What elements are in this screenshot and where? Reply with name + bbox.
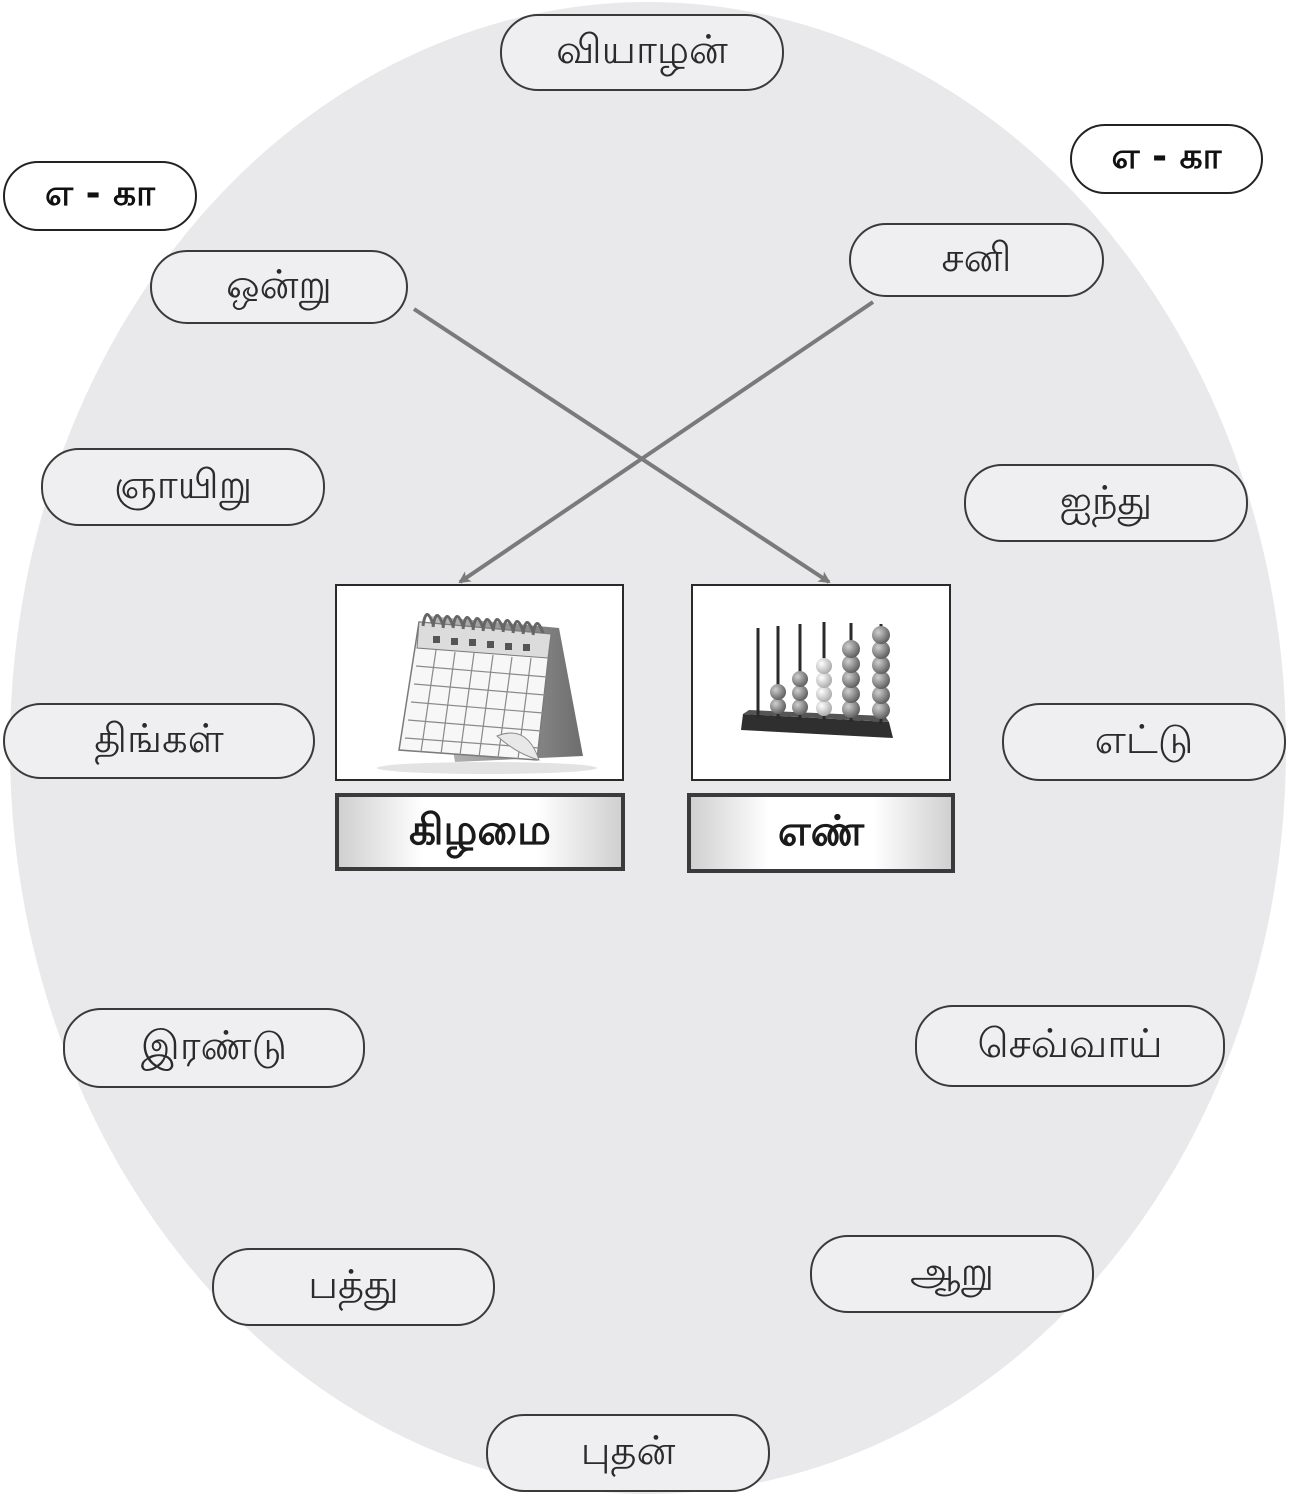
word-pill-aaru[interactable]: ஆறு — [810, 1235, 1094, 1313]
category-label-number: எண் — [687, 793, 955, 873]
word-pill-budhan[interactable]: புதன் — [486, 1414, 770, 1492]
word-pill-ondru[interactable]: ஒன்று — [150, 250, 408, 324]
abacus-icon — [741, 622, 893, 738]
calendar-card[interactable] — [335, 584, 624, 781]
word-pill-pathu[interactable]: பத்து — [212, 1248, 495, 1326]
word-pill-sani[interactable]: சனி — [849, 223, 1104, 297]
arrow-ondru-to-number — [412, 307, 831, 584]
word-pill-irandu[interactable]: இரண்டு — [63, 1008, 365, 1088]
word-pill-thingal[interactable]: திங்கள் — [3, 703, 315, 779]
abacus-card[interactable] — [691, 584, 951, 781]
word-pill-aindhu[interactable]: ஐந்து — [964, 464, 1248, 542]
category-label-day: கிழமை — [335, 793, 625, 871]
word-pill-viyazhan[interactable]: வியாழன் — [500, 14, 784, 91]
calendar-icon — [377, 613, 597, 774]
word-pill-ettu[interactable]: எட்டு — [1002, 703, 1286, 781]
word-pill-gnayiru[interactable]: ஞாயிறு — [41, 448, 325, 526]
example-tag-left: எ - கா — [3, 161, 197, 231]
example-tag-right: எ - கா — [1070, 124, 1263, 194]
word-pill-sevvai[interactable]: செவ்வாய் — [915, 1005, 1225, 1087]
arrow-sani-to-day — [458, 300, 875, 584]
